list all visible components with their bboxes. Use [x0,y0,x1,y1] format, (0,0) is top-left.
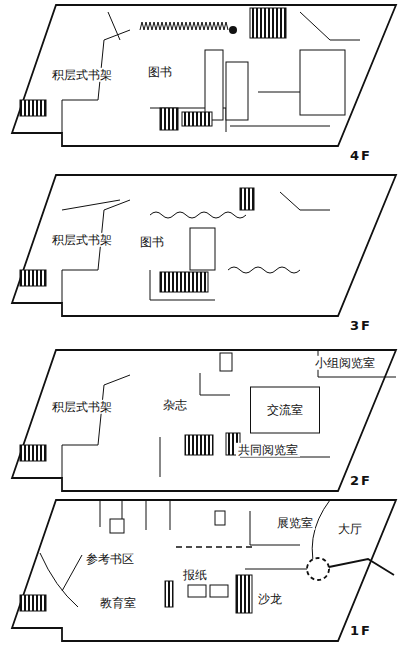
slab-outline [12,175,396,316]
floor-number: 2F [350,473,372,488]
room-name: 图书 [146,65,174,79]
area-label: 积层式书架 [50,400,114,414]
column-dot [229,26,237,34]
stair-symbol [185,435,213,455]
area-label: 沙龙 [256,592,284,606]
room-name: 报纸 [181,568,209,582]
furniture [110,519,124,533]
area-label: 积层式书架 [50,233,114,247]
wall-line [300,12,360,40]
area-label: 展览室 [275,516,315,530]
area-label: 杂志 [161,398,189,412]
wall-line [230,126,330,127]
room-name: 展览室 [275,516,315,530]
floor-slab: 4F 积层式书架 图书 [0,0,400,160]
wall-line [318,377,396,378]
wall-line [62,200,120,210]
floor-number: 1F [350,623,372,638]
wall-line [140,22,228,30]
stair-symbol [20,445,46,461]
wall-line [280,192,330,210]
stair-symbol [182,112,212,126]
floor-slab: 3F 积层式书架 图书 [0,170,400,330]
room-name: 小组阅览室 [313,356,377,370]
room-name: 积层式书架 [50,400,114,414]
stair-symbol [160,108,178,130]
stair-symbol [240,188,254,210]
area-label: 教育室 [98,596,138,610]
wall-line [62,200,130,303]
room-name: 教育室 [98,596,138,610]
room-name: 大厅 [336,522,364,536]
stair-symbol [160,272,208,292]
area-label: 大厅 [336,522,364,536]
area-label: 图书 [138,235,166,249]
wall-line [62,375,130,478]
wall-line [228,267,300,273]
counter-line [176,546,252,548]
slab-outline [12,350,396,491]
room-name: 积层式书架 [50,233,114,247]
stair-symbol [20,270,46,286]
wall-line [200,373,230,395]
wall-line [150,212,246,218]
furniture [300,50,345,115]
wall-line [150,270,215,300]
room-name: 沙龙 [256,592,284,606]
floor-slab: 1F 展览室 大厅参考书区报纸教育室 沙龙 [0,495,400,650]
room-name: 杂志 [161,398,189,412]
room-name: 图书 [138,235,166,249]
room-name: 参考书区 [84,552,136,566]
area-label: 共同阅览室 [236,443,300,457]
area-label: 小组阅览室 [313,356,377,370]
area-label: 图书 [146,65,174,79]
slab-outline [12,500,396,641]
floor-number: 3F [350,318,372,333]
area-label: 参考书区 [84,552,136,566]
slab-outline [12,5,396,146]
furniture [188,585,206,597]
floor-number: 4F [350,148,372,163]
approach-path [329,559,394,575]
stair-symbol [165,581,173,607]
room-name: 共同阅览室 [236,443,300,457]
floor-slab: 2F 积层式书架 杂志 小组阅览室交流室共同阅览室 [0,345,400,505]
stair-symbol [20,100,46,116]
furniture [190,228,215,270]
area-label: 报纸 [181,568,209,582]
furniture [205,50,223,120]
entrance-mark [307,558,329,580]
wall-line [160,437,161,477]
stair-symbol [250,8,286,38]
furniture [215,511,225,525]
room-name: 积层式书架 [50,68,114,82]
furniture [226,62,248,120]
stair-symbol [236,575,252,613]
stair-symbol [20,595,46,611]
room-box: 交流室 [250,387,320,434]
area-label: 积层式书架 [50,68,114,82]
wall-line [62,555,82,591]
floor-outline [0,170,400,330]
wall-line [108,12,120,40]
room-name: 交流室 [265,403,305,417]
furniture [210,585,228,597]
furniture [220,353,232,371]
